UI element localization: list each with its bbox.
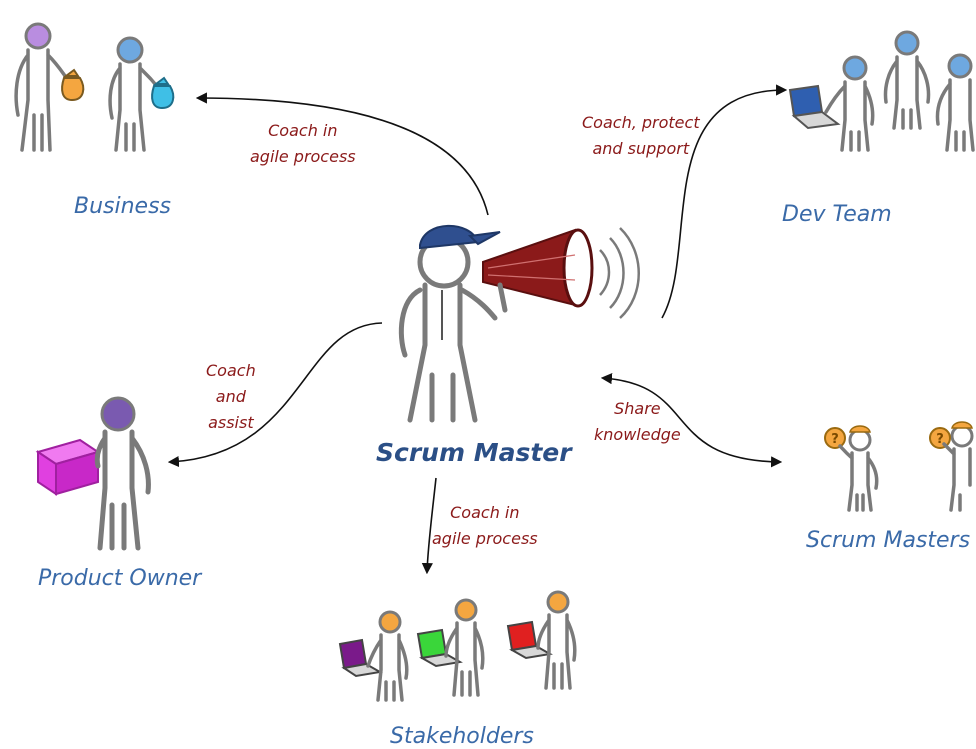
dev-team-label: Dev Team bbox=[782, 202, 892, 227]
dev-person-3 bbox=[935, 53, 975, 152]
dev-team-group bbox=[788, 30, 975, 152]
edge-label-dev-team: Coach, protect and support bbox=[582, 110, 700, 162]
box-icon bbox=[35, 438, 101, 496]
product-owner-person bbox=[94, 396, 151, 551]
edge-label-line: agile process bbox=[432, 529, 538, 548]
edge-label-line: Share bbox=[614, 399, 661, 418]
edge-label-line: agile process bbox=[250, 147, 356, 166]
question-mark-icon: ? bbox=[824, 427, 846, 449]
stakeholders-group bbox=[338, 590, 577, 702]
scrum-masters-label: Scrum Masters bbox=[806, 528, 971, 553]
dev-person-2 bbox=[883, 30, 931, 130]
svg-text:?: ? bbox=[936, 432, 944, 447]
connectors bbox=[167, 84, 788, 575]
edge-to-scrum-masters bbox=[600, 373, 783, 468]
business-label: Business bbox=[74, 194, 172, 219]
svg-text:?: ? bbox=[831, 432, 839, 447]
laptop-icon bbox=[338, 638, 383, 678]
scrum-masters-group: ? ? bbox=[824, 421, 974, 512]
business-person-1 bbox=[14, 22, 85, 152]
scrum-master-figure bbox=[398, 224, 640, 423]
money-bag-icon bbox=[151, 76, 175, 110]
stakeholder-3 bbox=[506, 590, 577, 690]
product-owner-group bbox=[35, 396, 151, 551]
edge-label-line: Coach in bbox=[268, 121, 338, 140]
business-group bbox=[14, 22, 175, 152]
money-bag-icon bbox=[61, 68, 85, 102]
edge-label-line: assist bbox=[208, 413, 254, 432]
laptop-icon bbox=[416, 628, 463, 668]
edge-label-product-owner: Coach and assist bbox=[206, 358, 256, 436]
laptop-icon bbox=[788, 84, 841, 130]
edge-label-line: and bbox=[215, 387, 246, 406]
stakeholder-1 bbox=[338, 610, 409, 702]
edge-label-business: Coach in agile process bbox=[250, 118, 356, 170]
edge-to-stakeholders bbox=[421, 477, 437, 575]
edge-label-line: Coach, protect bbox=[582, 113, 700, 132]
edge-label-line: Coach bbox=[206, 361, 256, 380]
edge-label-scrum-masters: Share knowledge bbox=[594, 396, 681, 448]
edge-to-business bbox=[195, 92, 489, 216]
laptop-icon bbox=[506, 620, 553, 660]
edge-label-line: knowledge bbox=[594, 425, 681, 444]
edge-label-line: and support bbox=[592, 139, 690, 158]
scrum-master-peer-1: ? bbox=[824, 425, 879, 512]
edge-label-stakeholders: Coach in agile process bbox=[432, 500, 538, 552]
stakeholders-label: Stakeholders bbox=[390, 724, 534, 749]
edge-to-dev-team bbox=[661, 84, 788, 319]
stakeholder-2 bbox=[416, 598, 485, 697]
megaphone-icon bbox=[482, 228, 594, 313]
scrum-master-label: Scrum Master bbox=[376, 438, 572, 467]
scrum-master-peer-2: ? bbox=[929, 421, 974, 512]
edge-to-product-owner bbox=[167, 322, 383, 468]
product-owner-label: Product Owner bbox=[38, 566, 202, 591]
dev-person-1 bbox=[824, 55, 875, 152]
edge-label-line: Coach in bbox=[450, 503, 520, 522]
sound-waves bbox=[599, 227, 640, 319]
business-person-2 bbox=[108, 36, 175, 152]
cap-icon bbox=[419, 224, 501, 250]
